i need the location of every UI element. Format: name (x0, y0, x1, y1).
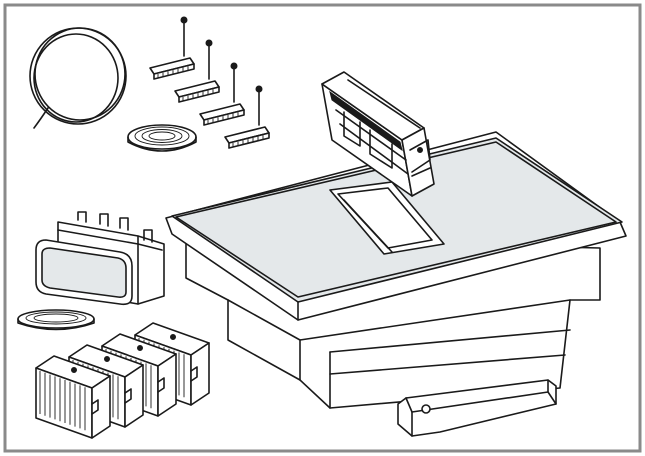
bracket-with-screw-icon (149, 16, 195, 80)
downdraft-opening-icon (329, 181, 445, 255)
bracket-with-screw-icon (224, 85, 270, 149)
filter-cartridge-icon (35, 355, 111, 439)
bracket-with-screw-icon (199, 62, 245, 126)
filter-cartridges-icon (35, 322, 210, 439)
extraction-unit-icon (321, 71, 435, 197)
tape-roll-left-icon (17, 309, 95, 331)
cable-coil-icon (29, 27, 127, 129)
tape-roll-top-icon (127, 124, 197, 152)
mounting-brackets-icon (149, 16, 270, 149)
bracket-with-screw-icon (174, 39, 220, 103)
duct-adapter-icon (35, 211, 165, 306)
grease-tray-icon (397, 379, 557, 437)
